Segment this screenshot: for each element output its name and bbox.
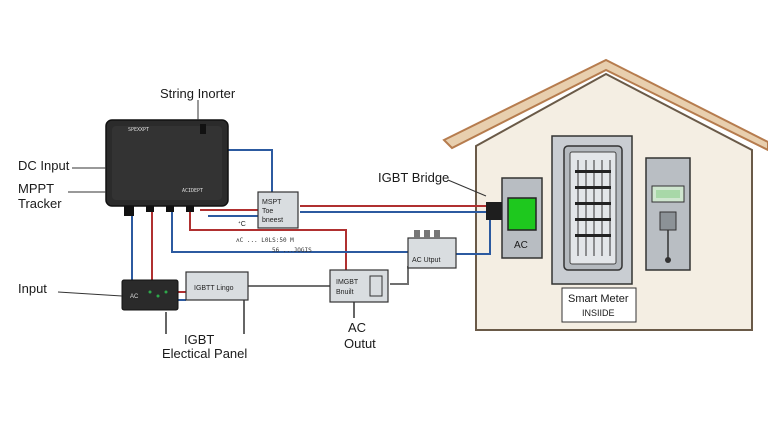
label-igbt-bridge: IGBT Bridge (378, 170, 449, 185)
mppt-box: MSPT Toe bneest ᐩC (238, 191, 299, 229)
label-ac-output: Outut (344, 336, 376, 351)
label-dc-input: DC Input (18, 158, 70, 173)
house-roof (442, 58, 768, 152)
inverter-brand: SPEXXPT (128, 127, 149, 133)
ac-utput-box: AC Utput (407, 230, 457, 269)
breaker-panel (551, 135, 633, 285)
mppt-line1: MSPT (262, 199, 282, 206)
input-module-label: AC (130, 294, 139, 300)
string-inverter: SPEXXPT ACIDEPT (105, 119, 229, 216)
label-mppt: MPPT (18, 181, 54, 196)
igbtt-line1: IMGBT (336, 279, 359, 286)
label-tracker: Tracker (18, 196, 62, 211)
ac-utput-text: AC Utput (412, 257, 440, 264)
wires (131, 149, 491, 334)
ac-box-text: AC (514, 240, 528, 251)
smart-meter-label: Smart Meter INSIIDE (561, 287, 637, 323)
input-module: AC (121, 279, 179, 311)
inside-text: INSIIDE (582, 308, 615, 318)
breaker-rows (577, 160, 611, 256)
ac-readout: ʌC ... L0LS:50 M (236, 237, 294, 244)
label-igbt: IGBT (184, 332, 214, 347)
smart-meter-text: Smart Meter (568, 293, 629, 305)
label-input: Input (18, 281, 47, 296)
inverter-model: ACIDEPT (182, 188, 203, 194)
label-electrical-panel: Electical Panel (162, 346, 247, 361)
mppt-line3: bneest (262, 217, 283, 224)
callout-lines (57, 100, 487, 297)
igbt-box-text: IGBTT Lingo (194, 285, 234, 292)
igbtt-line2: Bnuilt (336, 289, 354, 296)
smart-meter-device (645, 157, 691, 271)
igbt-box: IGBTT Lingo (185, 271, 249, 301)
ac-box: AC (486, 177, 543, 259)
label-string-inverter: String Inorter (160, 86, 236, 101)
readout2: 56 ...JOGIS (272, 247, 312, 254)
mppt-left-label: ᐩC (238, 221, 246, 228)
label-ac: AC (348, 320, 366, 335)
igbtt-box: IMGBT Bnuilt (329, 269, 389, 303)
mppt-line2: Toe (262, 208, 273, 215)
